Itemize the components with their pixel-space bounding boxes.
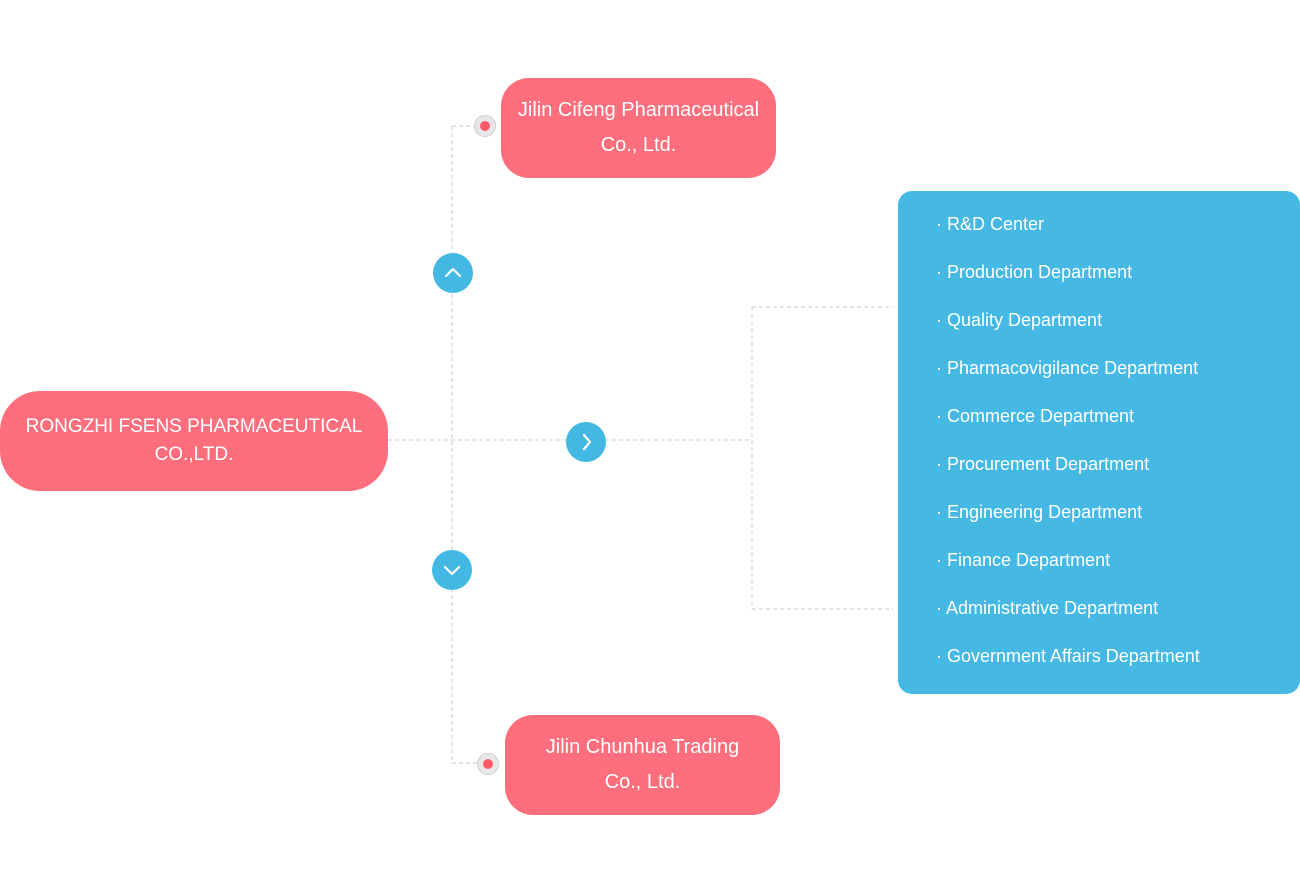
- subsidiary-name-line1: Jilin Chunhua Trading: [545, 736, 740, 758]
- department-bullet: ·: [936, 502, 947, 522]
- subsidiary-name-line2: Co., Ltd.: [604, 771, 681, 793]
- department-bullet: ·: [936, 454, 947, 474]
- expand-right-button[interactable]: [566, 422, 606, 462]
- department-bullet: ·: [936, 406, 947, 426]
- department-bullet: ·: [936, 598, 947, 618]
- department-panel: · R&D Center · Production Department · Q…: [898, 191, 1300, 694]
- department-label: Engineering Department: [947, 502, 1143, 522]
- expand-up-button[interactable]: [433, 253, 473, 293]
- root-company-name-line1: RONGZHI FSENS PHARMACEUTICAL: [25, 416, 363, 437]
- subsidiary-node-cifeng[interactable]: Jilin Cifeng Pharmaceutical Co., Ltd.: [501, 78, 776, 178]
- subsidiary-node-chunhua[interactable]: Jilin Chunhua Trading Co., Ltd.: [505, 715, 780, 815]
- department-item[interactable]: · Engineering Department: [936, 488, 1300, 536]
- department-label: Finance Department: [947, 550, 1111, 570]
- root-company-name-line2: CO.,LTD.: [154, 444, 234, 465]
- department-item[interactable]: · Administrative Department: [936, 584, 1300, 632]
- department-item[interactable]: · Quality Department: [936, 296, 1300, 344]
- chevron-down-icon: [443, 565, 461, 576]
- department-label: Administrative Department: [946, 598, 1159, 618]
- department-item[interactable]: · Pharmacovigilance Department: [936, 344, 1300, 392]
- department-label: Procurement Department: [947, 454, 1150, 474]
- department-item[interactable]: · R&D Center: [936, 200, 1300, 248]
- expand-down-button[interactable]: [432, 550, 472, 590]
- chevron-up-icon: [444, 267, 462, 278]
- department-bullet: ·: [936, 646, 947, 666]
- department-label: Quality Department: [947, 310, 1103, 330]
- department-label: R&D Center: [947, 214, 1045, 234]
- department-bullet: ·: [936, 550, 947, 570]
- department-label: Government Affairs Department: [947, 646, 1200, 666]
- department-bullet: ·: [936, 214, 947, 234]
- department-item[interactable]: · Finance Department: [936, 536, 1300, 584]
- connector-dot-icon: [477, 753, 499, 775]
- department-label: Production Department: [947, 262, 1133, 282]
- subsidiary-name-line1: Jilin Cifeng Pharmaceutical: [517, 99, 760, 121]
- department-item[interactable]: · Government Affairs Department: [936, 632, 1300, 680]
- department-label: Commerce Department: [947, 406, 1135, 426]
- department-label: Pharmacovigilance Department: [947, 358, 1199, 378]
- department-bullet: ·: [936, 262, 947, 282]
- department-list: · R&D Center · Production Department · Q…: [936, 200, 1300, 680]
- chevron-right-icon: [582, 433, 592, 451]
- root-company-node: RONGZHI FSENS PHARMACEUTICAL CO.,LTD.: [0, 391, 388, 491]
- department-item[interactable]: · Procurement Department: [936, 440, 1300, 488]
- department-bullet: ·: [936, 310, 947, 330]
- subsidiary-name-line2: Co., Ltd.: [600, 134, 677, 156]
- department-item[interactable]: · Production Department: [936, 248, 1300, 296]
- department-bullet: ·: [936, 358, 947, 378]
- department-item[interactable]: · Commerce Department: [936, 392, 1300, 440]
- connector-dot-icon: [474, 115, 496, 137]
